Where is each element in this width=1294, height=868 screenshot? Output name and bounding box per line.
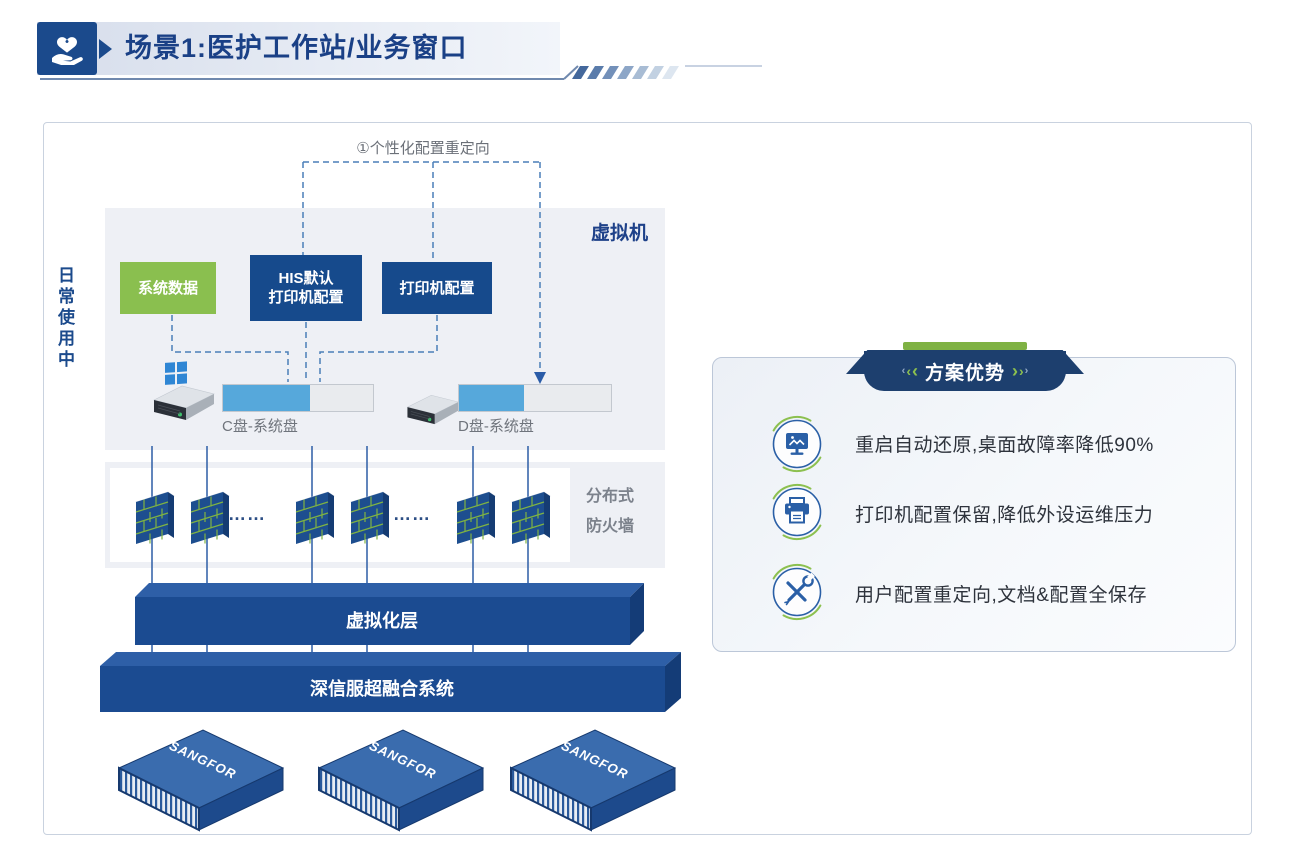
chevron-left-icon: ‹ [901,364,906,377]
hci-system-bar: 深信服超融合系统 [100,652,681,712]
page-title: 场景1:医护工作站/业务窗口 [125,33,468,63]
chevron-left-icon: ‹ [906,363,911,379]
c-drive-usage-fill [223,385,310,411]
printer-icon [772,484,822,540]
chevron-left-icon: ‹ [911,361,918,381]
header-divider [40,65,762,80]
redirect-annotation: ①个性化配置重定向 [356,140,490,157]
his-default-printer-box: HIS默认 打印机配置 [250,255,362,321]
firewall-white-band [110,468,570,562]
slashes-decoration [572,66,679,79]
c-drive-icon [153,385,215,420]
ellipsis-dots: …… [393,504,431,524]
d-drive-icon [406,394,460,425]
sangfor-server-icon: SANGFOR [509,729,677,832]
chevron-right-icon: › [1012,361,1018,381]
vm-label: 虚拟机 [590,223,648,244]
printer-config-box: 打印机配置 [382,262,492,314]
system-data-box: 系统数据 [120,262,216,314]
virtualization-layer-bar: 虚拟化层 [135,583,644,645]
c-drive-usage-bar [222,384,374,412]
sangfor-server-icon: SANGFOR [117,729,285,832]
header-title-bar [37,22,560,75]
sangfor-server-icon: SANGFOR [317,729,485,832]
advantage-item-text: 打印机配置保留,降低外设运维压力 [855,505,1154,526]
virtualization-layer-label: 虚拟化层 [346,610,418,631]
firewall-icon [350,491,390,545]
advantages-badge-label: 方案优势 [924,362,1005,384]
chevron-right-icon: › [1024,364,1029,377]
distributed-firewall-label: 分布式 防火墙 [586,488,635,535]
chevron-right-icon: › [1019,363,1024,379]
c-drive-label: C盘-系统盘 [222,418,298,435]
d-drive-usage-fill [459,385,525,411]
hand-heart-icon [52,36,83,65]
firewall-icon [135,491,175,545]
tools-icon [772,564,822,620]
d-drive-label: D盘-系统盘 [458,418,534,435]
firewall-icon [295,491,335,545]
monitor-restore-icon [772,416,822,472]
advantage-item-text: 重启自动还原,桌面故障率降低90% [855,435,1154,456]
hci-system-label: 深信服超融合系统 [310,678,454,699]
firewall-icon [511,491,551,545]
advantage-item-text: 用户配置重定向,文档&配置全保存 [855,585,1147,606]
firewall-icon [456,491,496,545]
firewall-icon [190,491,230,545]
header-icon-tile [37,22,97,75]
windows-logo-icon [165,361,187,385]
daily-use-label: 日常使用中 [55,266,74,371]
header-arrow-icon [99,39,112,59]
d-drive-usage-bar [458,384,612,412]
advantages-badge: ‹ ‹ ‹ 方案优势 › › › [864,351,1066,391]
badge-green-accent [903,342,1027,350]
ellipsis-dots: …… [228,504,266,524]
